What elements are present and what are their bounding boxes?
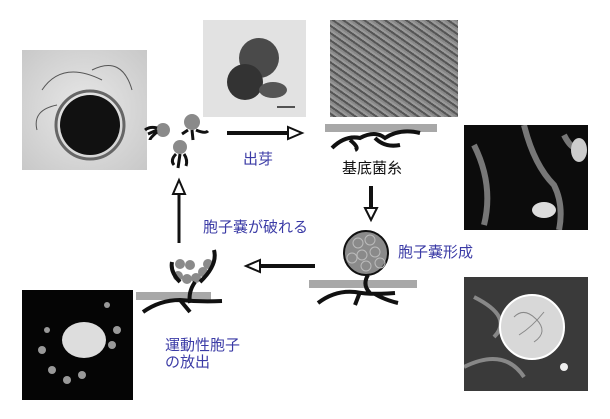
sem-photo-hyphae [464, 125, 588, 230]
label-sporangium-bursts: 胞子嚢が破れる [203, 218, 309, 236]
arrow-sporangium-bursts [243, 258, 315, 274]
sporangium-icon [309, 230, 417, 306]
motile-spores-icon [144, 114, 210, 169]
label-release-line2: の放出 [165, 353, 211, 371]
burst-sporangium-icon [136, 249, 223, 314]
arrow-budding [227, 125, 305, 141]
substrate-mycelium-icon [325, 124, 437, 152]
arrow-sporangium-formation [363, 186, 379, 223]
label-substrate-mycelium: 基底菌糸 [342, 159, 403, 177]
tem-photo-budding [203, 20, 306, 117]
sem-photo-substrate-mycelium [330, 20, 458, 117]
tem-photo-motile-spore [22, 50, 147, 170]
label-release-line1: 運動性胞子 [165, 336, 241, 354]
sem-photo-sporangium [464, 277, 588, 391]
label-sporangium-formation: 胞子嚢形成 [398, 243, 474, 261]
fluorescence-photo-spore-release [22, 290, 133, 400]
arrow-release [171, 177, 187, 243]
label-budding: 出芽 [243, 150, 274, 168]
